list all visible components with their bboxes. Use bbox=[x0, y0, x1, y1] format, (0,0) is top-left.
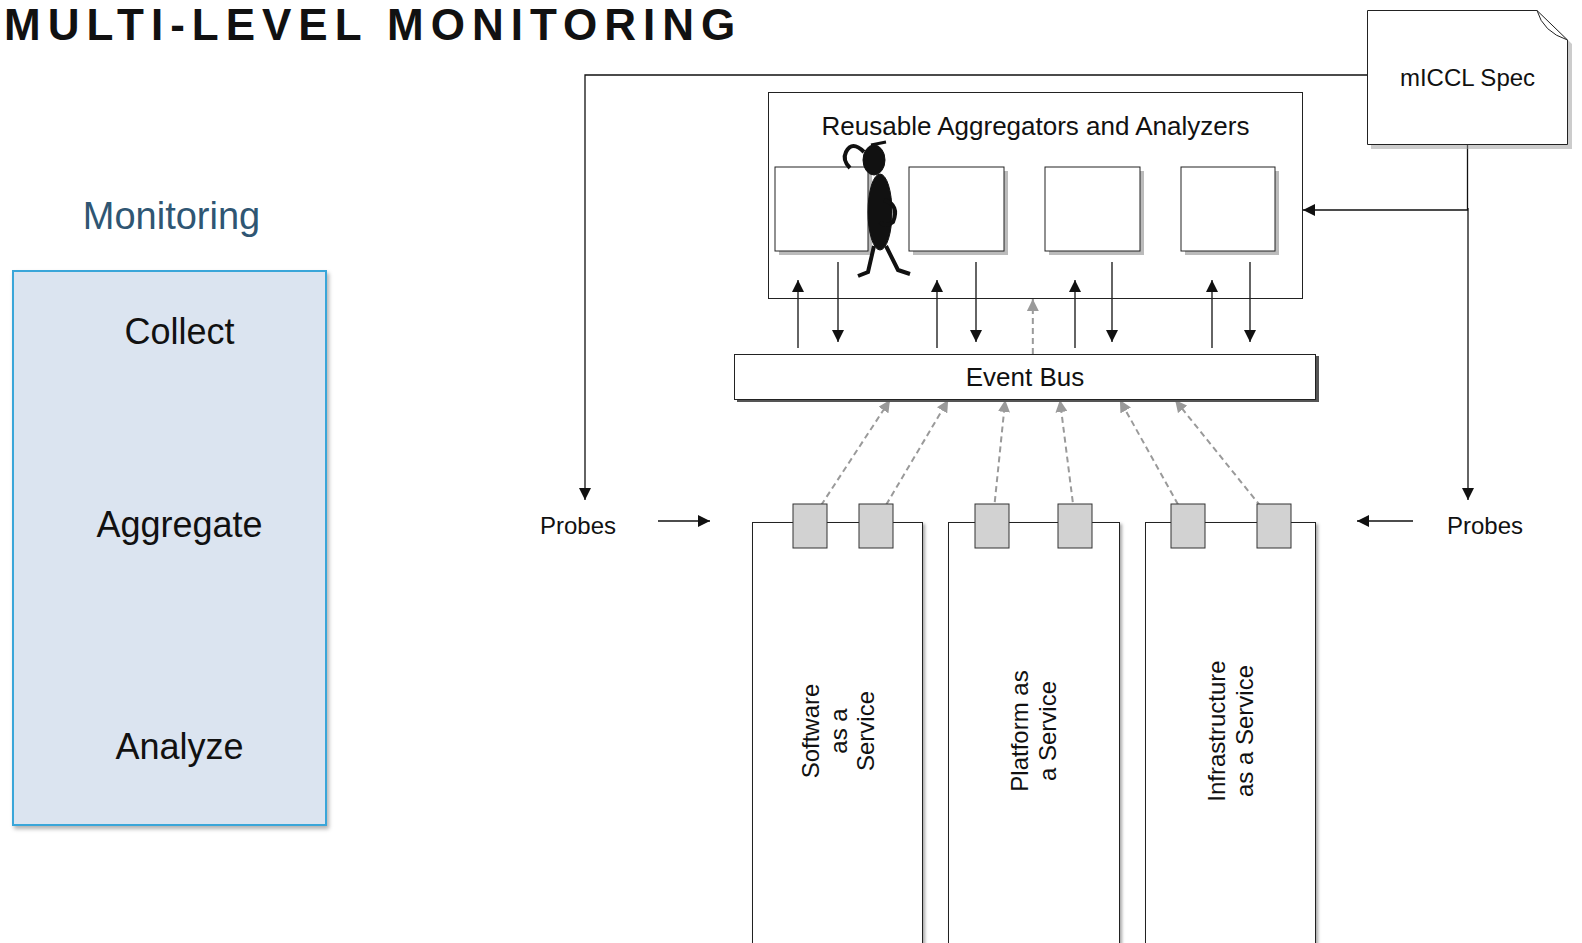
probe-squares bbox=[793, 504, 1291, 548]
event-bus: Event Bus bbox=[734, 354, 1316, 400]
thinking-figure bbox=[845, 142, 910, 276]
node-text: Event Bus bbox=[966, 362, 1085, 393]
node-text: Software as a Service bbox=[796, 675, 879, 787]
service-layer: Platform as a Service bbox=[948, 522, 1120, 943]
stage-panel: MonitoringCollectAggregateAnalyze bbox=[12, 270, 327, 826]
node-text: Collect bbox=[14, 310, 345, 353]
flow-arrow bbox=[1032, 299, 1034, 354]
probes-label: Probes bbox=[1447, 512, 1523, 540]
flow-arrow bbox=[1303, 145, 1468, 210]
component-boxes bbox=[775, 167, 1279, 255]
spec-document: mICCL Spec bbox=[1367, 10, 1568, 145]
component-group: Reusable Aggregators and Analyzers bbox=[768, 92, 1303, 299]
stage-step: Collect bbox=[14, 310, 345, 353]
service-layer: Software as a Service bbox=[752, 522, 923, 943]
stage-step: Analyze bbox=[14, 725, 345, 768]
node-text: mICCL Spec bbox=[1400, 64, 1535, 92]
page-title: MULTI-LEVEL MONITORING bbox=[4, 0, 742, 50]
panel-heading: Monitoring bbox=[0, 194, 349, 240]
service-layer: Infrastructure as a Service bbox=[1145, 522, 1316, 943]
node-text: Reusable Aggregators and Analyzers bbox=[769, 111, 1302, 142]
node-text: Aggregate bbox=[14, 503, 345, 546]
node-text: Platform as a Service bbox=[1006, 663, 1061, 799]
node-text: Analyze bbox=[14, 725, 345, 768]
probes-label: Probes bbox=[540, 512, 616, 540]
node-text: Infrastructure as a Service bbox=[1203, 646, 1258, 816]
stage-step: Aggregate bbox=[14, 503, 345, 546]
spec-wires bbox=[585, 75, 1468, 521]
